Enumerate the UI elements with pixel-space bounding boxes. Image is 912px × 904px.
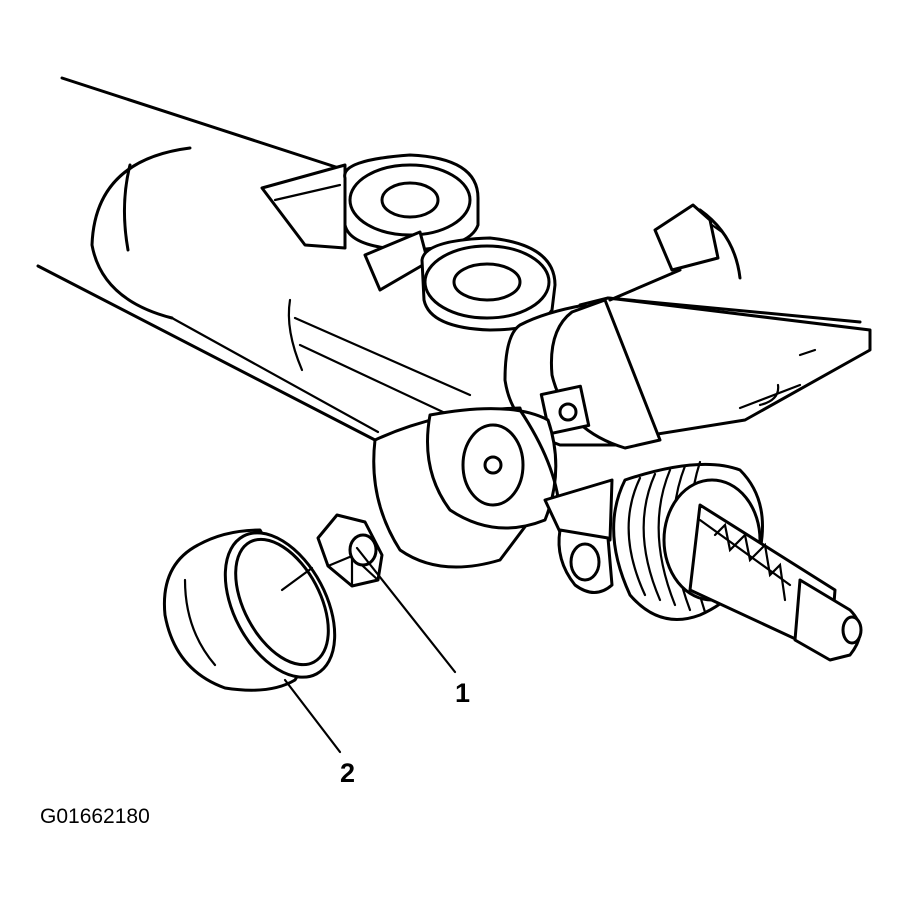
leader-line-2: [283, 678, 342, 754]
dust-cap: [162, 528, 337, 692]
dust-cap-center-line: [280, 566, 314, 592]
rack-shaft: [688, 503, 863, 662]
callout-2: 2: [340, 758, 355, 788]
hose-fitting: [653, 203, 742, 280]
mounting-bushing-lower: [363, 230, 557, 332]
leader-line-1: [355, 546, 457, 674]
callout-1: 1: [455, 678, 470, 708]
figure-id: G01662180: [40, 805, 150, 828]
housing-end-collar: [503, 298, 662, 450]
hex-nut: [316, 513, 384, 588]
callout-leaders: [280, 546, 457, 754]
tie-rod-housing: [372, 406, 562, 569]
mounting-bushing-upper: [343, 153, 480, 252]
mounting-bracket: [260, 163, 347, 250]
rack-housing-tube: [36, 76, 472, 442]
